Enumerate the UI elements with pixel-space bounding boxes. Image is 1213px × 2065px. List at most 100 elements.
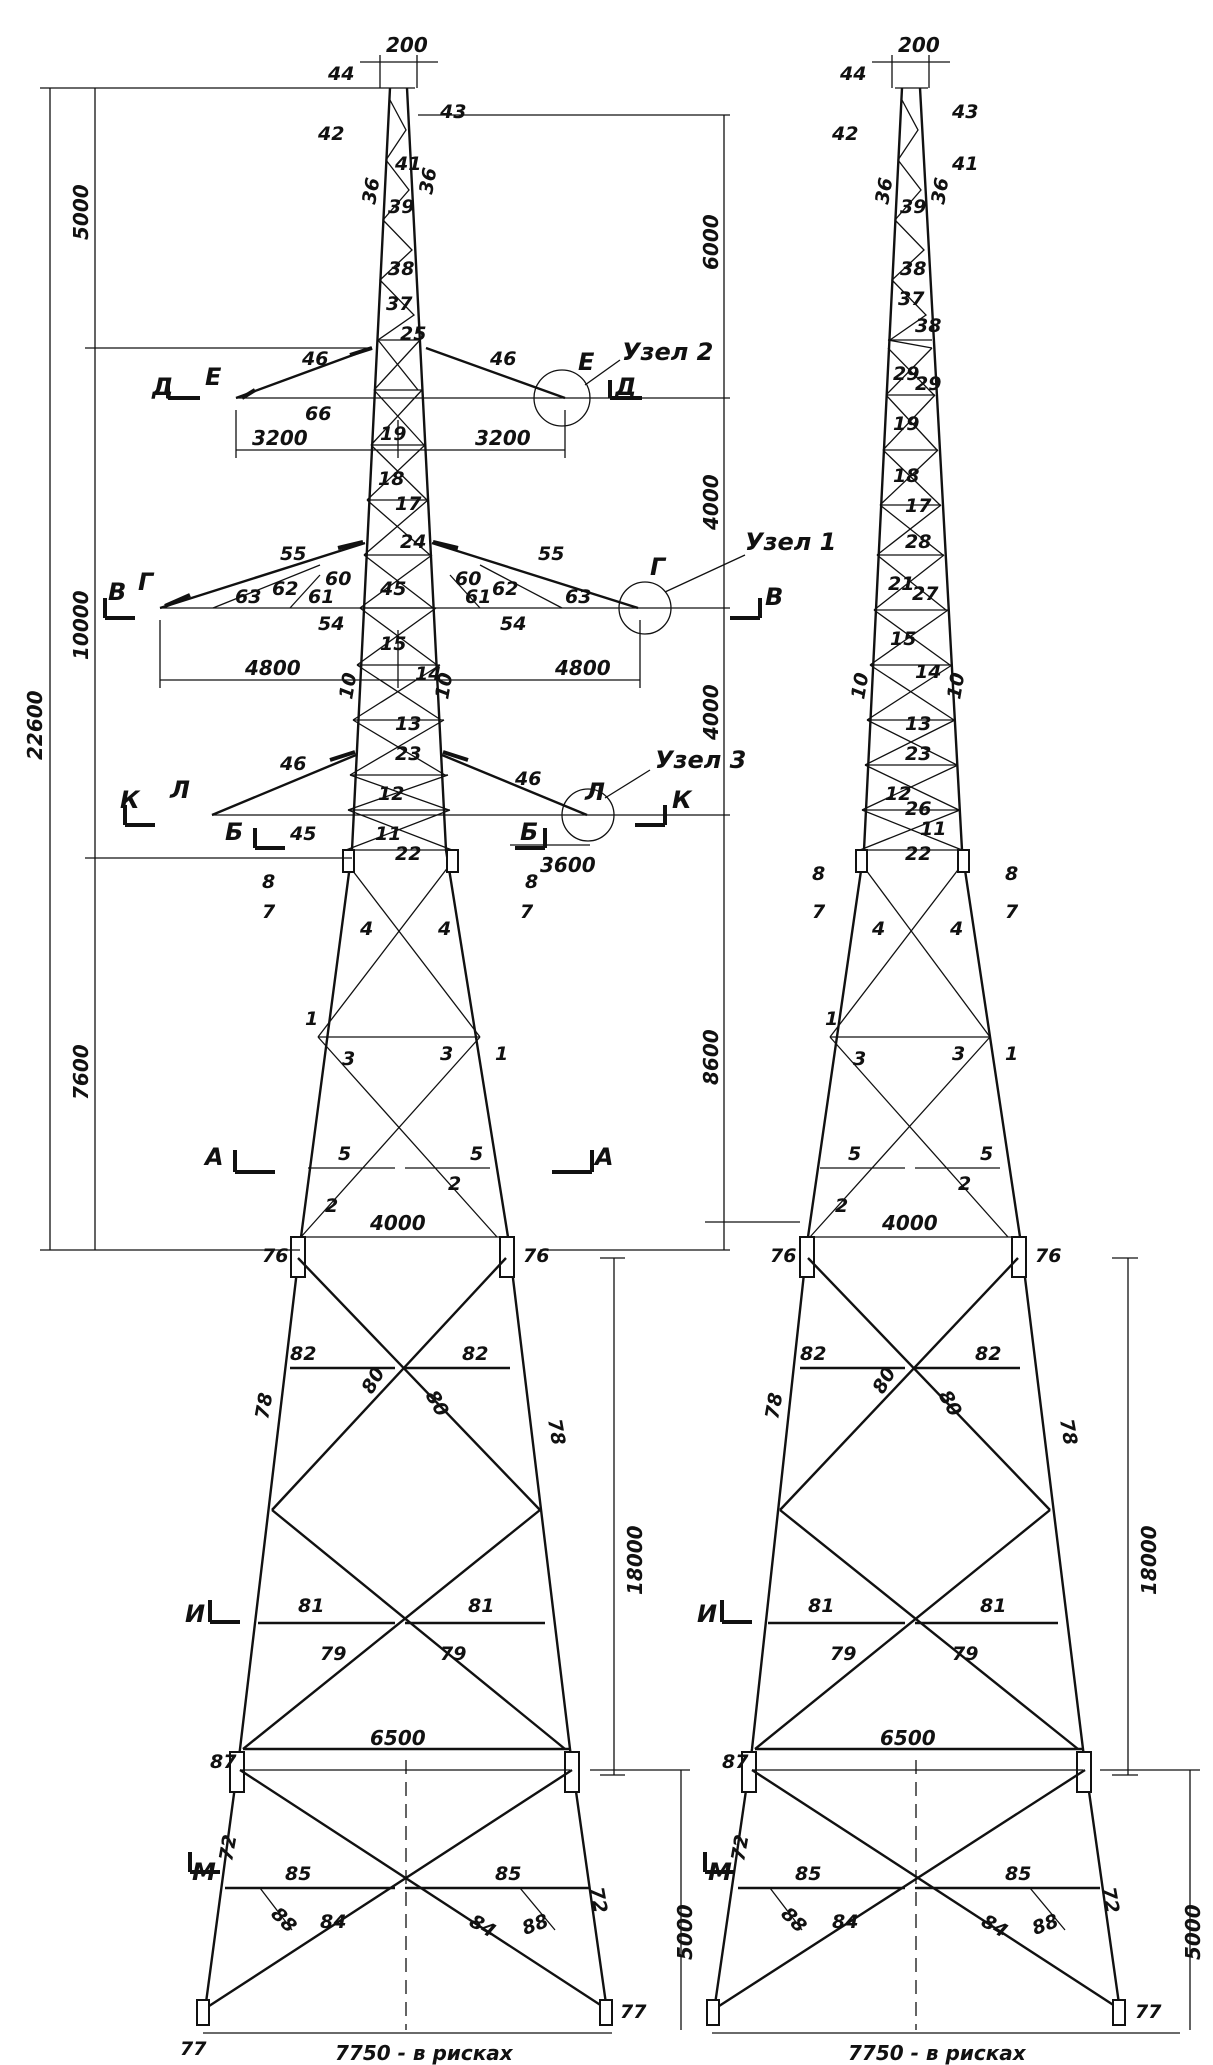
svg-text:46: 46 [489, 348, 516, 370]
svg-text:85: 85 [495, 1863, 521, 1885]
svg-text:15: 15 [380, 633, 406, 655]
svg-text:77: 77 [180, 2038, 207, 2060]
svg-text:62: 62 [492, 578, 518, 600]
svg-text:87: 87 [210, 1751, 237, 1773]
left-lower-lattice [300, 861, 508, 1238]
svg-text:5: 5 [980, 1143, 993, 1165]
svg-text:5: 5 [470, 1143, 483, 1165]
svg-text:39: 39 [900, 196, 926, 218]
svg-text:Д: Д [151, 373, 173, 401]
svg-text:76: 76 [770, 1245, 796, 1267]
dim-footing: 7750 - в рисках [335, 2041, 514, 2065]
svg-text:А: А [593, 1143, 614, 1171]
svg-text:Е: Е [205, 363, 222, 391]
svg-text:В: В [108, 578, 126, 606]
svg-text:14: 14 [415, 663, 441, 685]
svg-text:36: 36 [927, 176, 953, 206]
left-leg-plate-8b [446, 849, 459, 873]
svg-text:46: 46 [301, 348, 328, 370]
left-cross-arm-lower [211, 750, 588, 817]
svg-text:11: 11 [375, 823, 401, 845]
svg-text:84: 84 [320, 1911, 346, 1933]
svg-text:39: 39 [388, 196, 414, 218]
svg-text:19: 19 [380, 423, 406, 445]
svg-text:84: 84 [978, 1910, 1012, 1942]
svg-text:14: 14 [915, 661, 941, 683]
svg-text:24: 24 [400, 531, 426, 553]
svg-text:85: 85 [1005, 1863, 1031, 1885]
svg-text:82: 82 [975, 1343, 1001, 1365]
svg-text:К: К [120, 786, 141, 814]
right-dim-top-width: 200 [898, 33, 940, 57]
svg-text:43: 43 [439, 101, 466, 123]
right-section-letters: И М [697, 1600, 732, 1886]
svg-text:54: 54 [318, 613, 344, 635]
svg-text:2: 2 [835, 1195, 848, 1217]
svg-text:63: 63 [565, 586, 591, 608]
node-circle-2 [533, 369, 591, 427]
right-dim-section1-height: 18000 [1137, 1525, 1161, 1595]
svg-text:43: 43 [951, 101, 978, 123]
left-peak-bracing [377, 99, 416, 341]
dim-base-width: 4000 [369, 1211, 426, 1235]
dim-lower-right: 8600 [699, 1029, 723, 1085]
svg-text:55: 55 [538, 543, 564, 565]
svg-text:36: 36 [871, 176, 897, 206]
left-dimension-lines [40, 55, 730, 2034]
right-section-markers [703, 1600, 752, 1874]
right-dimension-labels: 200 4000 18000 6500 5000 7750 - в рисках [848, 33, 1205, 2065]
svg-text:61: 61 [308, 586, 334, 608]
svg-text:46: 46 [279, 753, 306, 775]
svg-text:3: 3 [853, 1048, 866, 1070]
svg-text:К: К [672, 786, 693, 814]
svg-text:55: 55 [280, 543, 306, 565]
svg-text:72: 72 [727, 1833, 753, 1863]
svg-text:29: 29 [915, 373, 941, 395]
svg-text:44: 44 [839, 63, 866, 85]
svg-text:12: 12 [378, 783, 404, 805]
right-lower-lattice [808, 861, 1020, 1238]
dim-top-width: 200 [386, 33, 428, 57]
left-cross-arm-middle [159, 540, 640, 610]
svg-text:61: 61 [465, 586, 491, 608]
dim-total-height: 22600 [23, 690, 47, 760]
svg-text:4: 4 [437, 918, 451, 940]
svg-text:23: 23 [905, 743, 931, 765]
svg-text:37: 37 [898, 288, 925, 310]
svg-text:37: 37 [386, 293, 413, 315]
left-tower-leg-left [201, 87, 392, 2026]
left-dimension-labels: 200 22600 5000 10000 7600 6000 4000 4000… [23, 33, 723, 2065]
svg-text:3: 3 [342, 1048, 355, 1070]
svg-text:81: 81 [468, 1595, 494, 1617]
svg-text:36: 36 [358, 176, 384, 206]
dim-section2-height: 5000 [673, 1904, 697, 1960]
svg-text:7: 7 [812, 901, 826, 923]
svg-text:8: 8 [812, 863, 825, 885]
svg-text:И: И [697, 1600, 717, 1628]
svg-text:79: 79 [952, 1643, 978, 1665]
left-leg-plate-8 [342, 849, 355, 873]
left-cross-arm-top [235, 346, 566, 400]
svg-text:78: 78 [251, 1391, 277, 1421]
right-section-1 [754, 1236, 1082, 1751]
svg-text:1: 1 [305, 1008, 318, 1030]
svg-text:88: 88 [1029, 1910, 1061, 1940]
svg-text:54: 54 [500, 613, 526, 635]
right-tower: 200 4000 18000 6500 5000 7750 - в рисках… [697, 33, 1205, 2065]
right-dim-footing: 7750 - в рисках [848, 2041, 1027, 2065]
svg-text:Б: Б [520, 818, 538, 846]
left-upper-lattice [345, 339, 454, 851]
dim-arm-mid-right: 4800 [554, 656, 611, 680]
svg-text:76: 76 [1035, 1245, 1061, 1267]
right-dimension-lines [705, 55, 1200, 2034]
left-section-letters: Д Е Е Д В Г Г В К Л Л К Б Б А А И М [108, 348, 783, 1886]
svg-text:79: 79 [440, 1643, 466, 1665]
left-part-labels: 44 43 42 41 36 36 39 38 37 25 46 46 66 1… [180, 63, 647, 2060]
dim-arm-mid-left: 4800 [244, 656, 301, 680]
dim-arm-top-right: 3200 [475, 426, 531, 450]
svg-text:18: 18 [893, 465, 919, 487]
right-tower-leg-left [710, 87, 904, 2026]
svg-text:82: 82 [462, 1343, 488, 1365]
right-tower-leg-right [918, 87, 1124, 2026]
dim-peak: 5000 [69, 184, 93, 240]
